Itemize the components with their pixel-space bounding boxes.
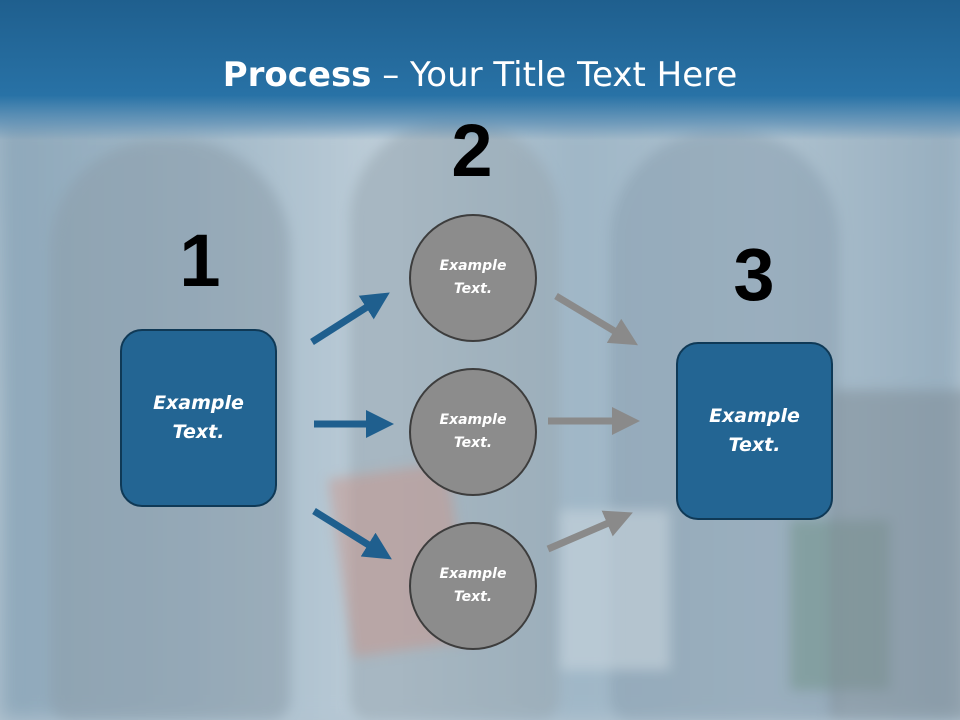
- title-bar: [0, 0, 960, 140]
- step-circle-1: Example Text.: [409, 214, 537, 342]
- step-circle-2-text: Example Text.: [439, 412, 507, 451]
- step-number-2: 2: [451, 109, 493, 192]
- left-step-box: Example Text.: [120, 329, 277, 507]
- right-step-box: Example Text.: [676, 342, 833, 520]
- title-bold: Process: [222, 55, 372, 95]
- step-circle-2: Example Text.: [409, 368, 537, 496]
- slide-title: Process – Your Title Text Here: [0, 54, 960, 96]
- right-step-box-text: Example Text.: [709, 405, 800, 456]
- step-number-3: 3: [733, 233, 775, 316]
- step-circle-3-text: Example Text.: [439, 566, 507, 605]
- title-rest: – Your Title Text Here: [371, 55, 738, 95]
- step-circle-3: Example Text.: [409, 522, 537, 650]
- step-number-1: 1: [179, 219, 221, 302]
- left-step-box-text: Example Text.: [153, 392, 244, 443]
- step-circle-1-text: Example Text.: [439, 258, 507, 297]
